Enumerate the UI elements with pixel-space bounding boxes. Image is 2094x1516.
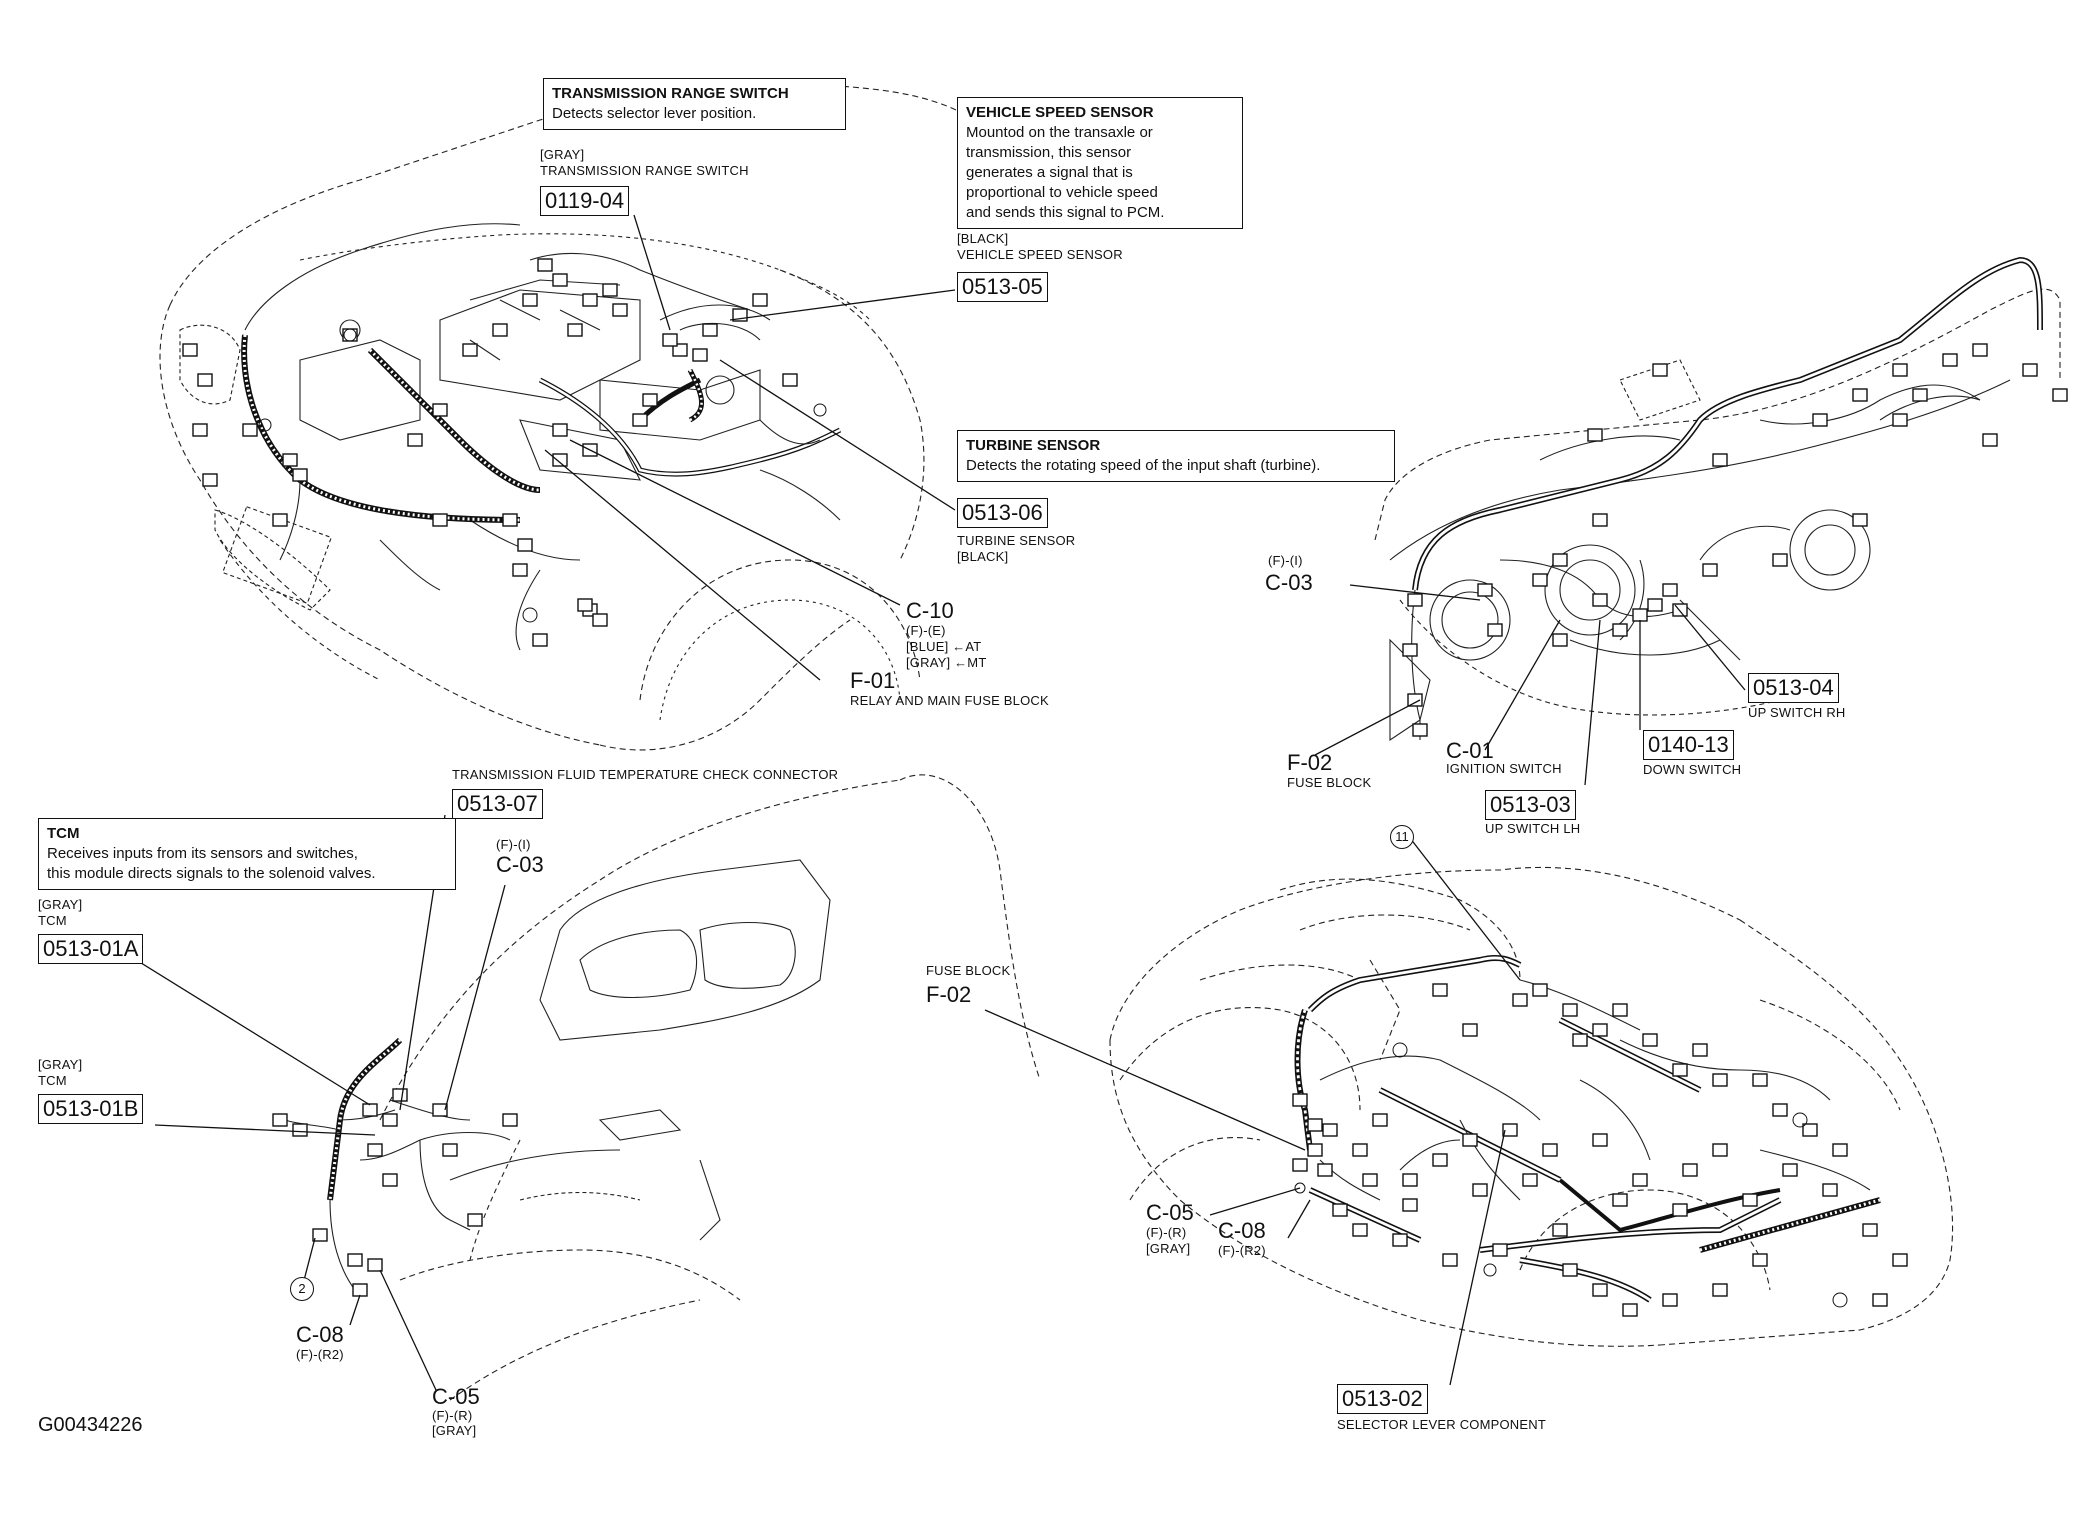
label-name: TURBINE SENSOR (957, 533, 1076, 548)
marker-11: 11 (1390, 825, 1414, 849)
console-harness (272, 1037, 518, 1297)
label-name: SELECTOR LEVER COMPONENT (1337, 1417, 1546, 1432)
label-sub: (F)-(I) (1268, 553, 1303, 568)
figure-id: G00434226 (38, 1414, 143, 1436)
connector-code-0513-02: 0513-02 (1337, 1384, 1428, 1414)
callout-turbine-sensor: TURBINE SENSOR Detects the rotating spee… (957, 430, 1395, 482)
label-name: TCM (38, 913, 67, 928)
connector-code-f-02: F-02 (926, 982, 972, 1007)
label-name: RELAY AND MAIN FUSE BLOCK (850, 693, 1049, 708)
connector-code-0513-06: 0513-06 (957, 498, 1048, 528)
connector-code-c-01: C-01 (1446, 738, 1494, 763)
label-at: [BLUE] ←AT (906, 639, 982, 654)
car-body-harness (1292, 954, 1908, 1317)
label-name: UP SWITCH LH (1485, 821, 1581, 836)
connector-code-c-08: C-08 (296, 1322, 344, 1347)
connector-code-0119-04: 0119-04 (540, 186, 630, 216)
label-sub: (F)-(R2) (296, 1347, 344, 1362)
car-body-illustration (1109, 866, 1954, 1347)
connector-code-c-03: C-03 (496, 852, 544, 877)
connector-code-c-03: C-03 (1265, 570, 1313, 595)
label-name: FUSE BLOCK (1287, 775, 1372, 790)
connector-code-c-10: C-10 (906, 598, 954, 623)
console-illustration (379, 774, 1041, 1401)
label-color: [BLACK] (957, 231, 1009, 246)
callout-transmission-range-switch: TRANSMISSION RANGE SWITCH Detects select… (543, 78, 846, 130)
callout-title: TURBINE SENSOR (966, 437, 1101, 454)
connector-code-0140-13: 0140-13 (1643, 730, 1734, 760)
label-name: FUSE BLOCK (926, 963, 1011, 978)
dashboard-illustration (1374, 288, 2061, 742)
label-color: [GRAY] (38, 897, 83, 912)
label-name: IGNITION SWITCH (1446, 761, 1562, 776)
label-color: [GRAY] (1146, 1241, 1191, 1256)
callout-description: Mountod on the transaxle or transmission… (966, 124, 1165, 221)
connector-code-f-02: F-02 (1287, 750, 1333, 775)
label-color: [GRAY] (540, 147, 585, 162)
leader-lines (124, 214, 1746, 1391)
label-color: [GRAY] (432, 1423, 477, 1438)
label-sub: (F)-(E) (906, 623, 946, 638)
connector-code-c-05: C-05 (1146, 1200, 1194, 1225)
label-name: TCM (38, 1073, 67, 1088)
label-name: DOWN SWITCH (1643, 762, 1742, 777)
label-name: TRANSMISSION RANGE SWITCH (540, 163, 749, 178)
callout-title: TCM (47, 825, 80, 842)
callout-description: Receives inputs from its sensors and swi… (47, 845, 376, 882)
callout-title: TRANSMISSION RANGE SWITCH (552, 85, 789, 102)
label-color: [BLACK] (957, 549, 1009, 564)
connector-code-f-01: F-01 (850, 668, 896, 693)
connector-code-0513-05: 0513-05 (957, 272, 1048, 302)
label-name: UP SWITCH RH (1748, 705, 1846, 720)
label-sub: (F)-(I) (496, 837, 531, 852)
connector-code-c-05: C-05 (432, 1384, 480, 1409)
callout-description: Detects selector lever position. (552, 105, 757, 122)
label-sub: (F)-(R) (432, 1408, 473, 1423)
connector-code-0513-03: 0513-03 (1485, 790, 1576, 820)
label-sub: (F)-(R) (1146, 1225, 1187, 1240)
engine-bay-illustration (159, 83, 1021, 751)
connector-code-0513-04: 0513-04 (1748, 673, 1839, 703)
connector-code-c-08: C-08 (1218, 1218, 1266, 1243)
label-color: [GRAY] (38, 1057, 83, 1072)
marker-2: 2 (290, 1277, 314, 1301)
label-name: VEHICLE SPEED SENSOR (957, 247, 1123, 262)
connector-code-0513-01b: 0513-01B (38, 1094, 144, 1124)
engine-bay-harness (182, 223, 842, 651)
label-mt: [GRAY] ←MT (906, 655, 987, 670)
callout-title: VEHICLE SPEED SENSOR (966, 104, 1154, 121)
label-name: TRANSMISSION FLUID TEMPERATURE CHECK CON… (452, 767, 839, 782)
connector-code-0513-01a: 0513-01A (38, 934, 144, 964)
callout-tcm: TCM Receives inputs from its sensors and… (38, 818, 456, 890)
dashboard-harness (1402, 256, 2068, 740)
callout-vehicle-speed-sensor: VEHICLE SPEED SENSOR Mountod on the tran… (957, 97, 1243, 229)
callout-description: Detects the rotating speed of the input … (966, 457, 1321, 474)
label-sub: (F)-(R2) (1218, 1243, 1266, 1258)
connector-code-0513-07: 0513-07 (452, 789, 543, 819)
